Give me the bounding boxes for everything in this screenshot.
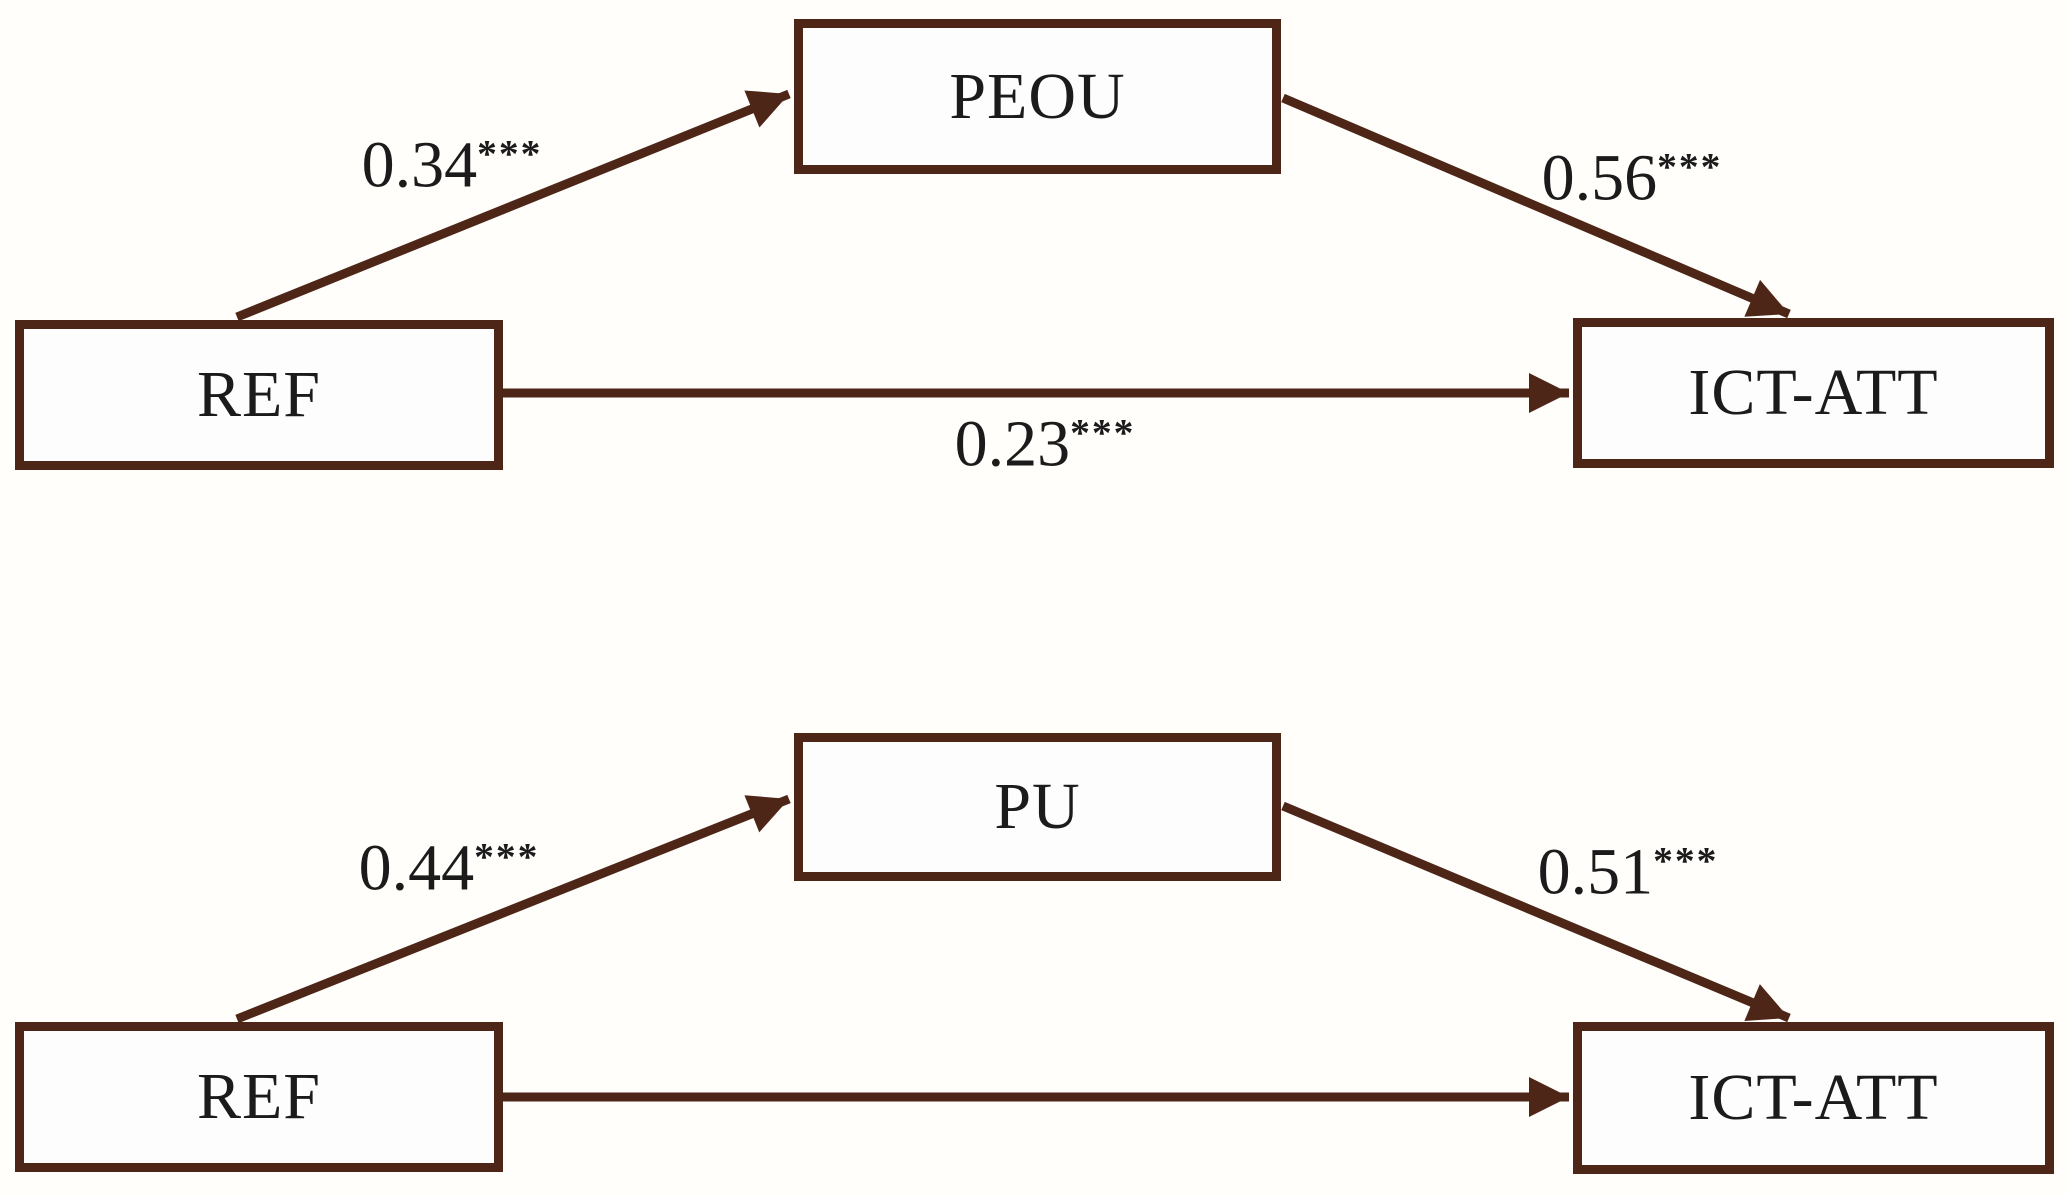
node-peou: PEOU [794, 19, 1281, 174]
coef-peou-ictatt-value: 0.56 [1541, 141, 1658, 215]
node-peou-label: PEOU [949, 59, 1126, 133]
node-ictatt-bottom-label: ICT-ATT [1688, 1061, 1939, 1134]
node-ictatt-bottom: ICT-ATT [1573, 1022, 2054, 1174]
coef-peou-ictatt: 0.56*** [1542, 145, 1723, 212]
node-pu: PU [794, 733, 1281, 881]
node-ictatt-top-label: ICT-ATT [1688, 356, 1939, 429]
arrow-peou-to-ictatt [1281, 93, 1791, 319]
node-ref-bottom: REF [15, 1022, 503, 1172]
node-ictatt-top: ICT-ATT [1573, 318, 2054, 468]
coef-ref-pu-sig: *** [474, 834, 540, 879]
coef-ref-ictatt-direct-sig: *** [1070, 410, 1136, 455]
coef-pu-ictatt: 0.51*** [1538, 839, 1719, 906]
coef-ref-pu: 0.44*** [359, 835, 540, 902]
coef-ref-ictatt-direct: 0.23*** [955, 411, 1136, 478]
coef-pu-ictatt-sig: *** [1653, 838, 1719, 883]
arrow-ref-to-peou [235, 89, 791, 322]
coef-ref-peou: 0.34*** [362, 132, 543, 199]
coef-pu-ictatt-value: 0.51 [1537, 835, 1654, 909]
coef-ref-pu-value: 0.44 [358, 831, 475, 905]
coef-ref-peou-sig: *** [477, 131, 543, 176]
node-ref-top: REF [15, 320, 503, 470]
node-ref-bottom-label: REF [196, 1060, 322, 1133]
arrow-ref-to-pu [235, 794, 791, 1024]
coef-ref-ictatt-direct-value: 0.23 [954, 407, 1071, 481]
coef-ref-peou-value: 0.34 [361, 128, 478, 202]
coef-peou-ictatt-sig: *** [1657, 144, 1723, 189]
node-ref-top-label: REF [196, 358, 322, 431]
node-pu-label: PU [994, 770, 1081, 843]
arrow-pu-to-ictatt [1281, 801, 1791, 1023]
